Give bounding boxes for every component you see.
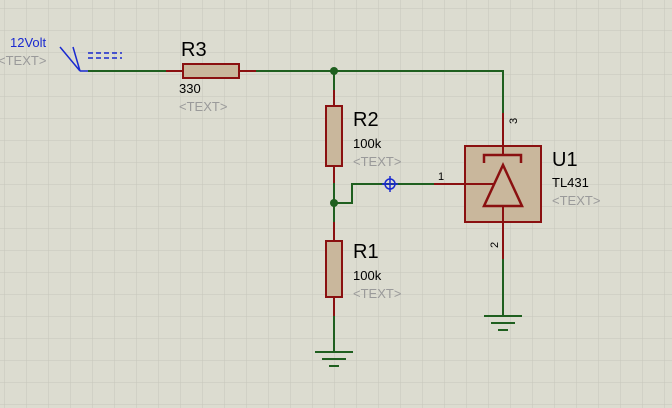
shunt-regulator-icon[interactable] [434, 113, 542, 259]
u1-value: TL431 [552, 175, 589, 190]
resistor-r3[interactable] [166, 63, 256, 79]
u1-pin-anode: 2 [489, 242, 501, 248]
resistor-r1[interactable] [325, 222, 343, 316]
r1-ref: R1 [353, 241, 379, 263]
u1-pin-cathode: 3 [508, 118, 520, 124]
r3-text-placeholder: <TEXT> [179, 99, 227, 114]
u1-text-placeholder: <TEXT> [552, 193, 600, 208]
r3-value: 330 [179, 81, 201, 96]
junction-top[interactable] [330, 67, 338, 75]
r2-value: 100k [353, 136, 382, 151]
wire-node-u1-cathode[interactable] [334, 70, 504, 113]
ground-icon[interactable] [484, 315, 522, 331]
ground-icon[interactable] [315, 351, 353, 367]
r1-text-placeholder: <TEXT> [353, 286, 401, 301]
terminal-label: 12Volt [10, 35, 47, 50]
resistor-r2[interactable] [325, 90, 343, 183]
terminal-text-placeholder: <TEXT> [0, 53, 46, 68]
r3-ref: R3 [181, 39, 207, 61]
u1-pin-ref: 1 [438, 171, 444, 183]
power-terminal-icon[interactable] [59, 46, 122, 72]
u1-ref: U1 [552, 149, 578, 171]
r1-value: 100k [353, 268, 382, 283]
voltage-probe-icon[interactable] [382, 176, 398, 192]
r2-ref: R2 [353, 109, 379, 131]
junction-mid[interactable] [330, 199, 338, 207]
r2-text-placeholder: <TEXT> [353, 154, 401, 169]
